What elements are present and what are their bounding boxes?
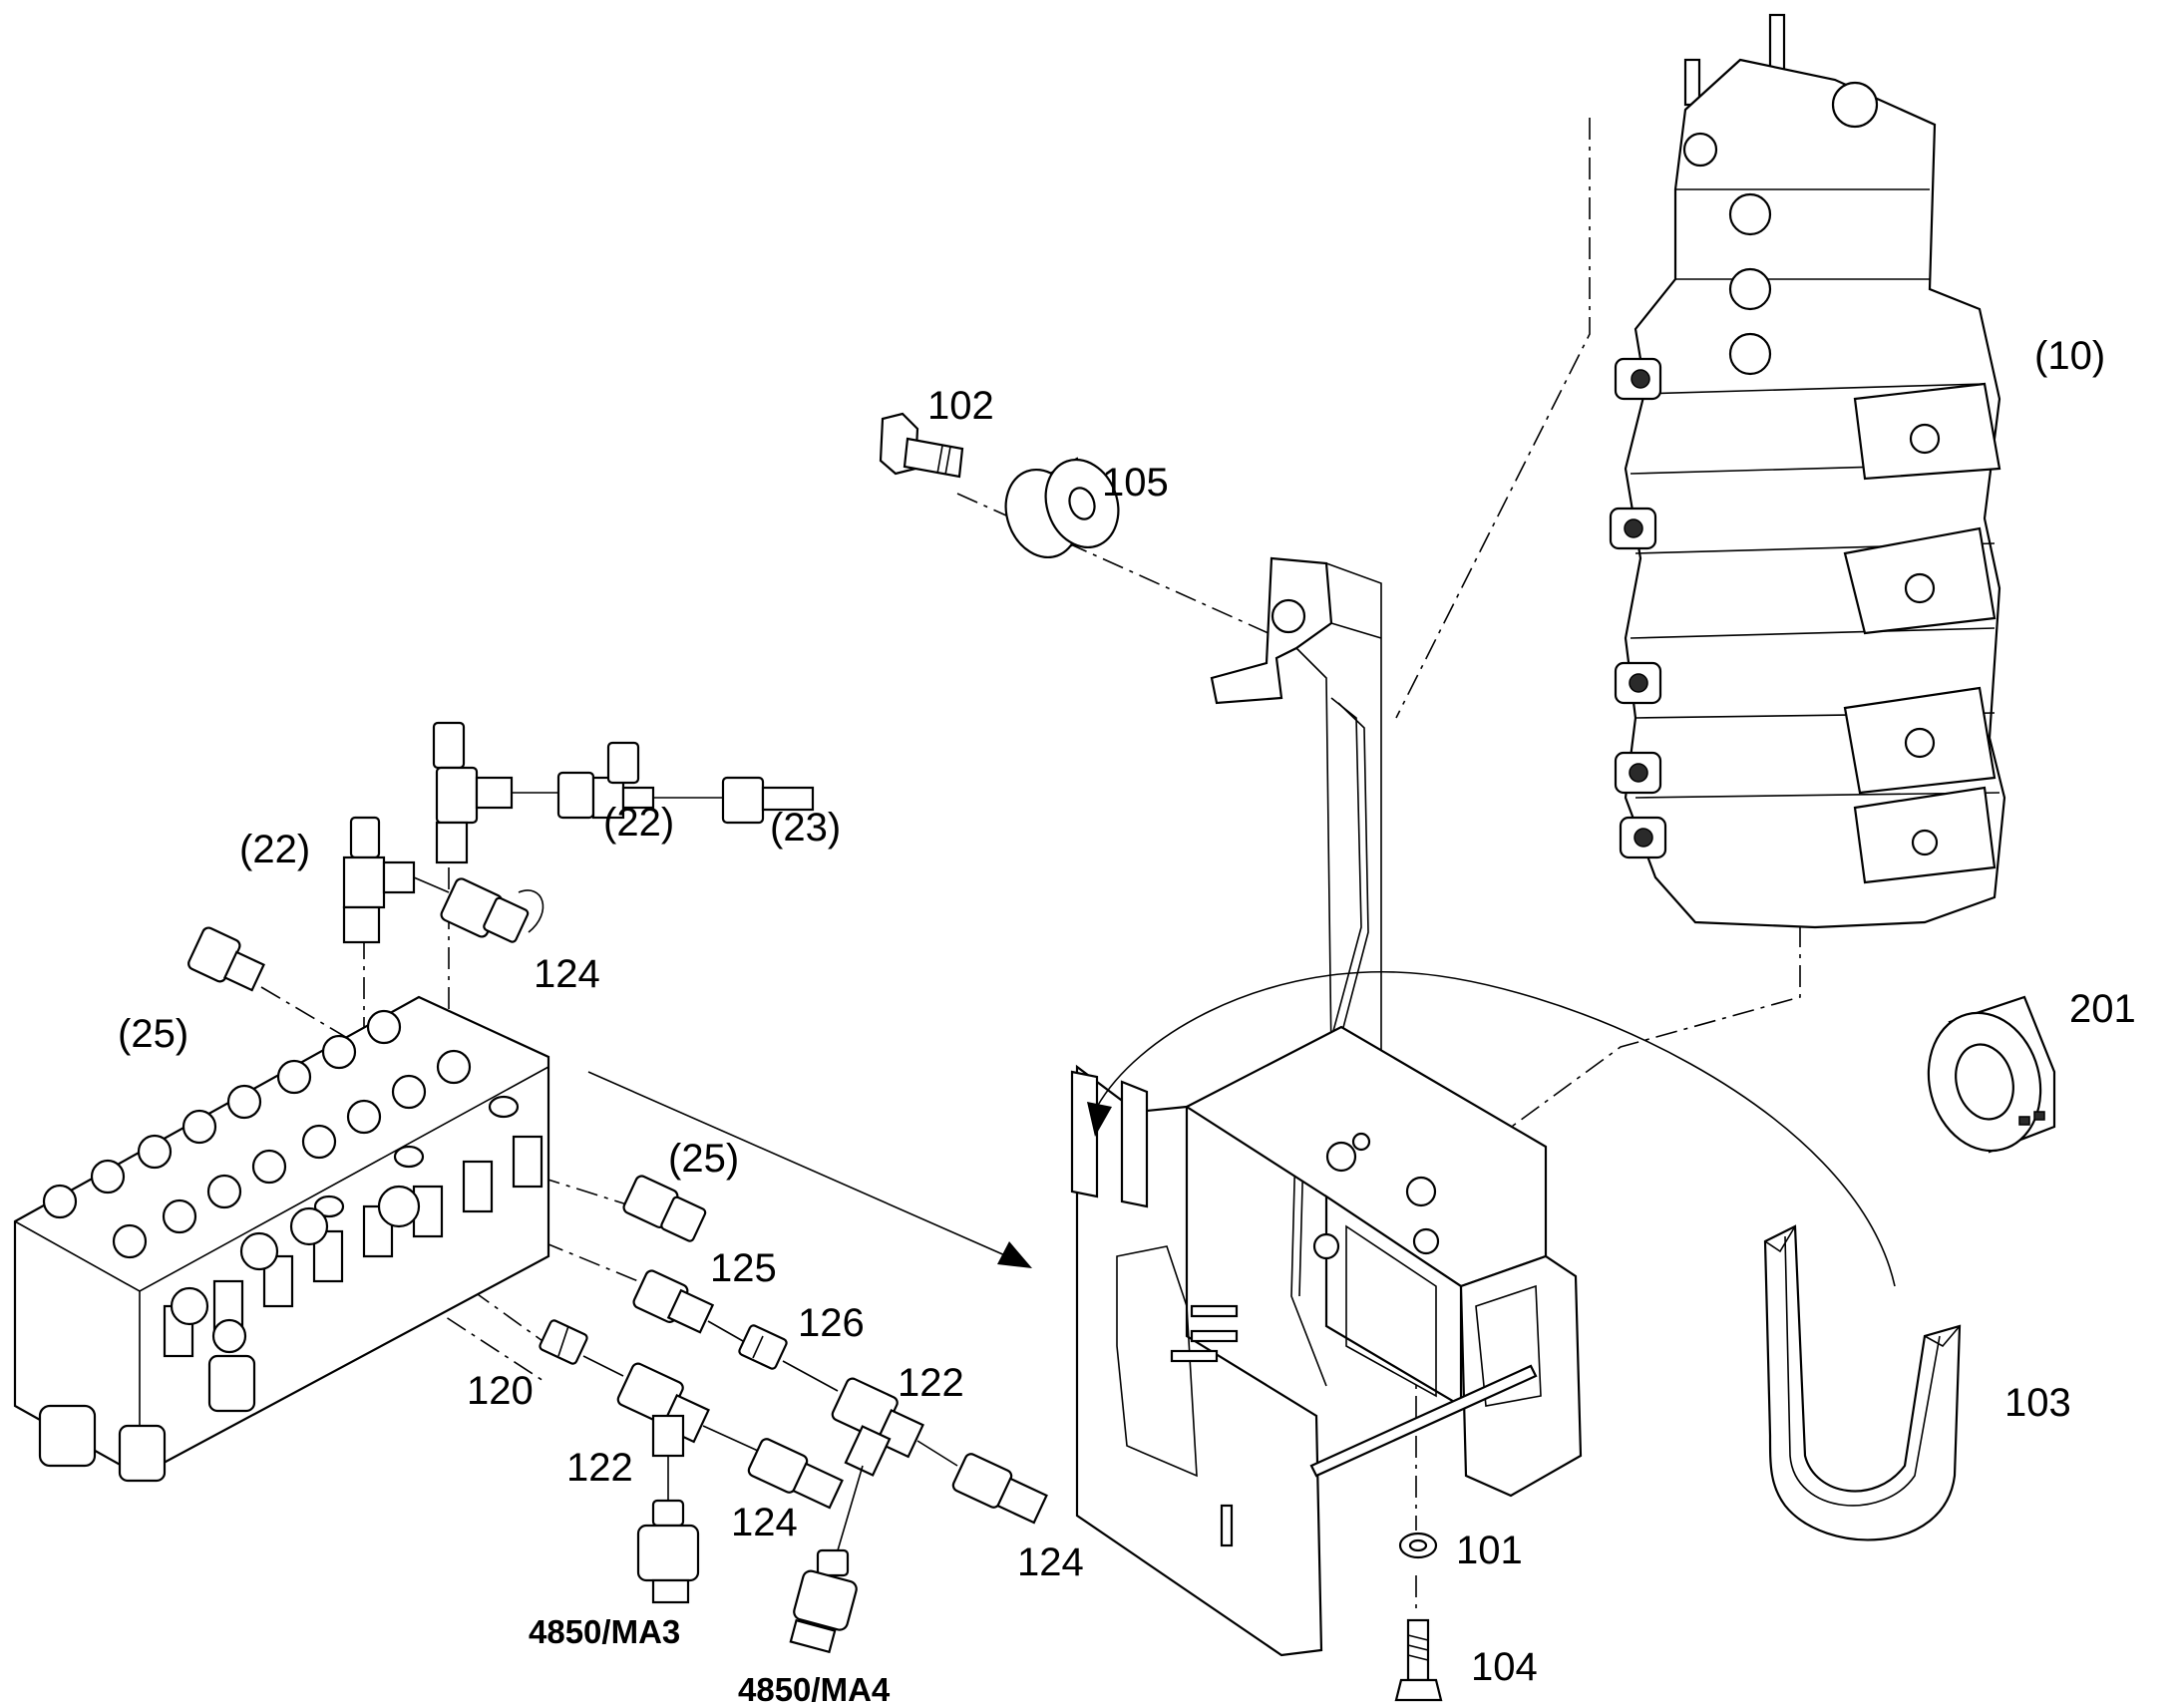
- callout-124-right: 124: [1017, 1540, 1084, 1584]
- pressure-sensor-ma3: [636, 1499, 700, 1604]
- manifold-block: [13, 995, 550, 1483]
- u-profile-103: [1763, 1224, 1962, 1541]
- callout-22-upper: (22): [603, 801, 674, 845]
- connector-124-right: [951, 1453, 1048, 1525]
- coupler-124-top: [440, 877, 545, 943]
- callout-25-left: (25): [118, 1012, 188, 1056]
- sensor-label-ma4: 4850/MA4: [738, 1671, 891, 1708]
- spacer-201: [1927, 995, 2056, 1154]
- callout-122-left: 122: [566, 1446, 633, 1490]
- callout-103: 103: [2004, 1381, 2071, 1425]
- tee-122-right: [831, 1377, 924, 1477]
- spacer-105: [1004, 457, 1120, 559]
- connector-124-bottom: [747, 1438, 844, 1510]
- callout-125: 125: [710, 1246, 777, 1290]
- sensor-label-ma3: 4850/MA3: [529, 1613, 680, 1650]
- callout-101: 101: [1456, 1529, 1523, 1572]
- callout-105: 105: [1102, 461, 1169, 505]
- plug-25-right: [622, 1175, 707, 1242]
- tee-fitting-22-left: [342, 816, 416, 944]
- callout-23: (23): [770, 806, 841, 850]
- mounting-bracket: [1070, 556, 1583, 1657]
- callout-104: 104: [1471, 1645, 1538, 1689]
- nipple-120: [539, 1319, 588, 1365]
- callout-126: 126: [798, 1301, 865, 1345]
- arrow-head-straight: [997, 1241, 1032, 1268]
- callout-120: 120: [467, 1369, 534, 1413]
- assembly-arrow-straight: [587, 1071, 1008, 1257]
- adapter-125: [632, 1269, 715, 1334]
- manifold-top-fittings: [42, 1009, 472, 1259]
- tee-122-left: [616, 1362, 710, 1458]
- arrow-head-curve: [1087, 1102, 1112, 1137]
- pressure-sensor-ma4: [789, 1548, 858, 1654]
- callout-201: 201: [2069, 987, 2136, 1031]
- callout-124-top: 124: [534, 952, 600, 996]
- callout-122-right: 122: [898, 1361, 964, 1405]
- washer-101: [1398, 1532, 1438, 1559]
- callout-124-bottom: 124: [731, 1501, 798, 1544]
- nipple-126: [738, 1324, 788, 1370]
- bolt-104: [1394, 1618, 1443, 1702]
- bolt-102: [879, 412, 964, 479]
- assembly-arrow-curve: [1096, 971, 1896, 1287]
- callout-25-right: (25): [668, 1137, 739, 1181]
- callout-102: 102: [927, 384, 994, 428]
- control-valve-block: [1609, 13, 2006, 929]
- callout-22-left: (22): [239, 828, 310, 871]
- plug-25-left: [187, 926, 265, 992]
- callout-10: (10): [2034, 334, 2105, 378]
- tee-fitting-22-upper: [432, 721, 815, 864]
